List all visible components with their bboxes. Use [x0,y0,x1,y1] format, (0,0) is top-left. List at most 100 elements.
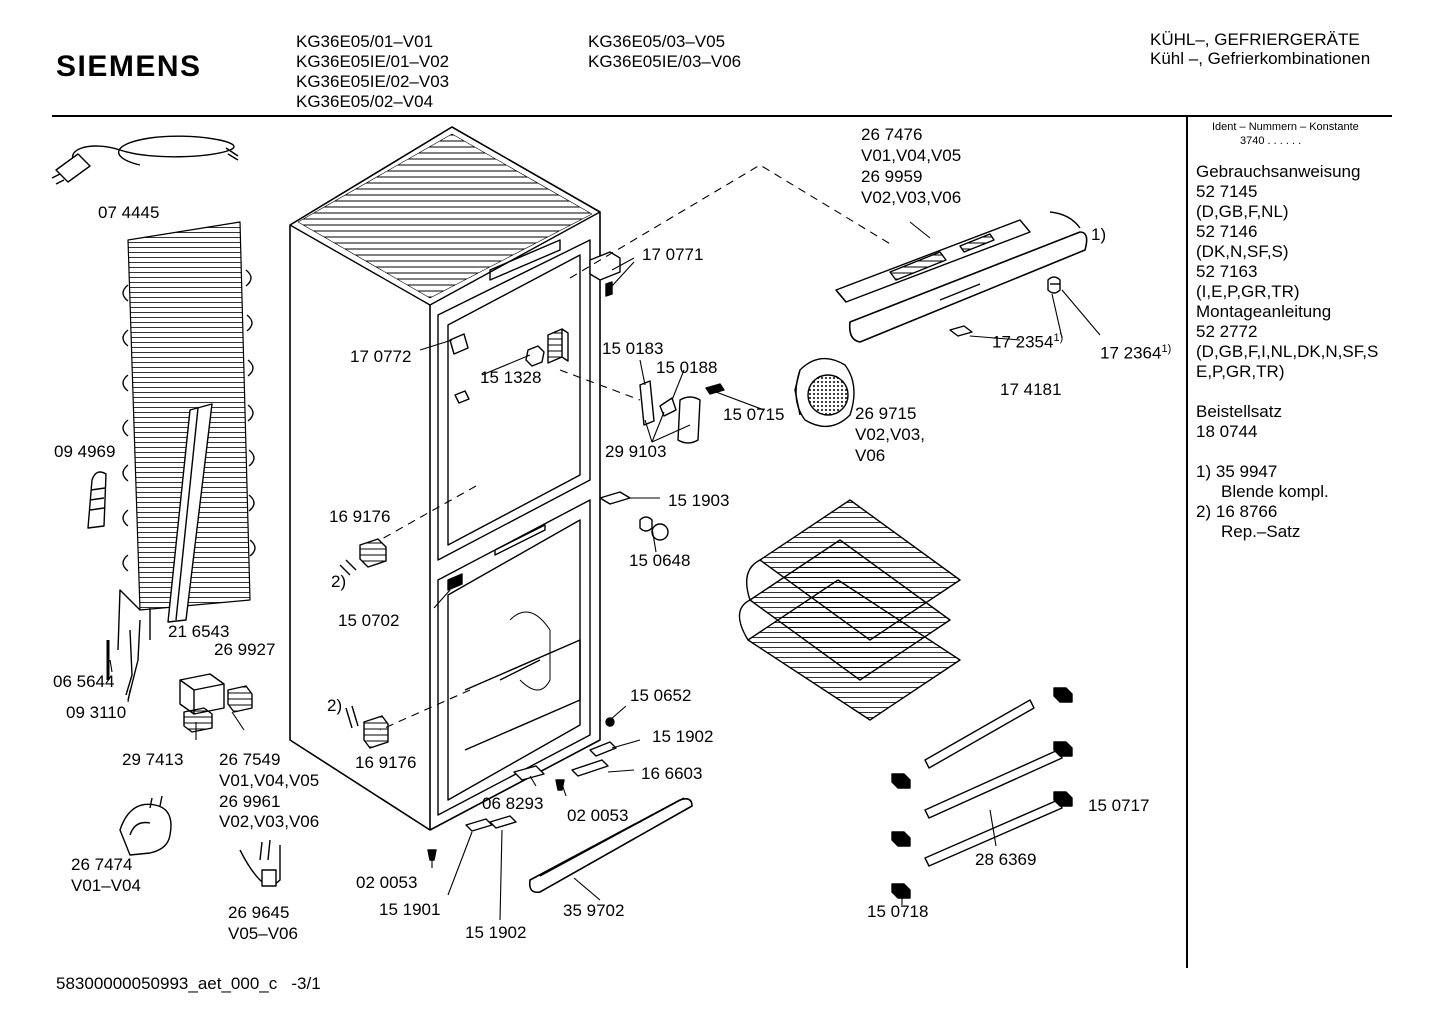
note-2: 2) 16 8766 [1196,502,1277,522]
part-label: 26 7476 [861,125,923,144]
ident-header: Ident – Nummern – Konstante [1212,121,1359,133]
part-label: V01,V04,V05 [861,146,962,165]
part-label: 02 0053 [356,873,418,892]
assembly-guide-lines [379,164,893,731]
part-label: 07 4445 [98,203,160,222]
model-item: KG36E05/01–V01 [296,32,434,51]
part-label: 28 6369 [975,850,1037,869]
part-label: 15 1902 [652,727,714,746]
part-label: 35 9702 [563,901,625,920]
note-code: 35 9947 [1215,462,1278,481]
part-label: 06 5644 [53,672,115,691]
part-label: V02,V03, [855,425,925,444]
footer-code: 58300000050993_aet_000_c -3/1 [56,974,321,993]
power-cord-icon [51,135,239,185]
part-label: 17 0772 [350,347,412,366]
part-label: 15 0183 [602,339,664,358]
bracket-icon [447,573,463,591]
part-label: 26 9959 [861,167,923,186]
thermostat-icon [227,685,253,713]
lamp-cover-icon [639,380,725,444]
part-label: 29 9103 [605,442,667,461]
header-rule [52,115,1392,117]
part-label: V01,V04,V05 [219,771,320,790]
part-label: 09 4969 [54,442,116,461]
part-label: V02,V03,V06 [219,812,320,831]
part-label: 21 6543 [168,622,230,641]
model-item: KG36E05IE/01–V02 [296,52,450,71]
footnote-marker: 1) [1053,332,1064,344]
rack-clip-icon [891,687,1073,899]
part-label: 29 7413 [122,750,184,769]
part-label: 06 8293 [482,794,544,813]
sidebar-divider [1186,116,1188,968]
relay-box-icon [179,673,225,733]
control-panel-icon [835,211,1088,343]
category-subtitle: Kühl –, Gefrierkombinationen [1150,49,1371,68]
part-label: 26 9961 [219,792,281,811]
sidebar-line: Gebrauchsanweisung [1196,162,1361,181]
note-1-desc: Blende kompl. [1221,482,1329,501]
fan-icon [794,357,855,428]
note-2-desc: Rep.–Satz [1221,522,1301,541]
part-label: 15 0652 [630,686,692,705]
brand-logo: SIEMENS [56,50,202,83]
fridge-cabinet-icon [289,126,601,831]
clip-icon [949,325,973,337]
part-label: 15 0188 [656,358,718,377]
drain-hose-icon [87,471,107,529]
footnote-marker: 2) [331,572,347,591]
part-label: 15 0702 [338,611,400,630]
part-label: 15 1903 [668,491,730,510]
model-list-1: KG36E05/01–V01 KG36E05IE/01–V02 KG36E05I… [296,32,449,112]
compressor-bracket-icon [119,795,172,856]
sidebar-line: 52 7146 [1196,222,1258,241]
part-label: 15 0718 [867,902,929,921]
hinge-middle-icon [599,491,669,541]
fitting-icon [339,538,389,749]
part-label: 15 0717 [1088,796,1150,815]
hinge-bottom-icon [427,717,617,861]
sidebar-line: E,P,GR,TR) [1196,362,1285,381]
sidebar-line: (I,E,P,GR,TR) [1196,282,1300,301]
sidebar-line: 52 2772 [1196,322,1258,341]
part-label: 02 0053 [567,806,629,825]
sidebar-line: (D,GB,F,I,NL,DK,N,SF,S [1196,342,1379,361]
light-switch-icon [454,345,545,404]
footnote-marker: 2) [327,696,343,715]
part-label: 26 7474 [71,855,133,874]
part-label: 15 1901 [379,900,441,919]
part-label: 15 1328 [480,368,542,387]
sensor-probe-icon [106,619,141,701]
sidebar-line: (DK,N,SF,S) [1196,242,1289,261]
part-label: 17 4181 [1000,380,1062,399]
part-label: 26 9927 [214,640,276,659]
part-label: 15 0715 [723,405,785,424]
footnote-marker: 1) [1091,225,1107,244]
lamp-housing-icon [547,328,569,364]
wiring-cable-icon [239,839,281,887]
part-label: V06 [855,446,886,465]
insulation-strip-icon [167,403,213,623]
part-label: 16 6603 [641,764,703,783]
knob-icon [1047,276,1061,294]
category-title: KÜHL–, GEFRIERGERÄTE [1150,30,1360,49]
part-label: 15 1902 [465,923,527,942]
part-label: 26 7549 [219,750,281,769]
part-label: 16 9176 [329,507,391,526]
door-rack-icon [924,699,1063,867]
part-number: 17 2364 [1100,343,1162,363]
note-1: 1) 35 9947 [1196,462,1277,482]
ident-value: 3740 . . . . . . [1240,135,1302,147]
sidebar-line: 52 7163 [1196,262,1258,281]
part-label: 17 23541) [992,328,1063,353]
hinge-bracket-icon [449,333,469,355]
model-item: KG36E05/03–V05 [588,32,726,51]
sidebar-docs: Gebrauchsanweisung 52 7145 (D,GB,F,NL) 5… [1196,162,1378,382]
note-num: 2) [1196,502,1212,521]
hinge-top-icon [589,251,621,297]
part-label: 17 0771 [642,245,704,264]
part-label: 26 9645 [228,903,290,922]
part-label: V02,V03,V06 [861,188,962,207]
